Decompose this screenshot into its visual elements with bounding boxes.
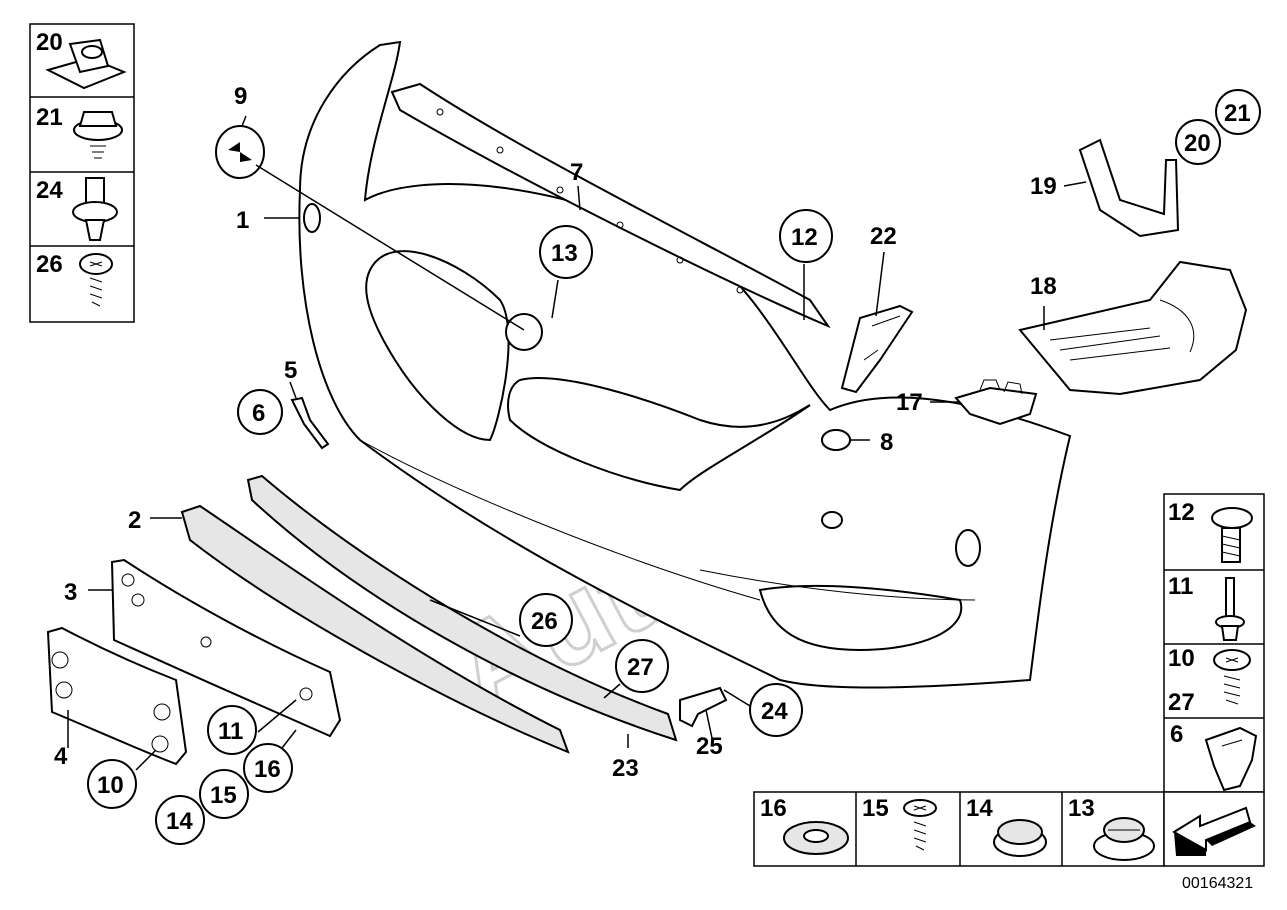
callout-25: 25 (696, 733, 723, 760)
legend-right-label-12: 12 (1168, 499, 1195, 526)
flange-screw-icon (1211, 507, 1253, 563)
hex-bolt-icon (73, 111, 123, 159)
legend-bottom-label-13: 13 (1068, 795, 1095, 822)
callout-14: 14 (155, 795, 205, 845)
callout-17: 17 (896, 389, 923, 416)
svg-text:16: 16 (254, 756, 281, 783)
document-number: 00164321 (1182, 875, 1253, 892)
legend-right-label-27: 27 (1168, 689, 1195, 716)
bumper-cover (298, 40, 1072, 689)
svg-text:10: 10 (97, 772, 124, 799)
left-legend-panel: 20 21 24 26 (29, 23, 135, 323)
callout-11: 11 (207, 705, 257, 755)
upper-support-strip (390, 82, 831, 329)
direction-arrow-icon (1163, 791, 1265, 867)
svg-text:14: 14 (166, 808, 193, 835)
callout-labels: 1 2 3 4 5 7 8 9 17 18 19 22 23 25 (54, 83, 1057, 782)
screw-icon (79, 253, 113, 307)
callout-3: 3 (64, 579, 77, 606)
svg-text:21: 21 (1224, 100, 1251, 127)
callout-15: 15 (199, 769, 249, 819)
legend-left-label-20: 20 (36, 29, 63, 56)
svg-text:20: 20 (1184, 130, 1211, 157)
svg-text:12: 12 (791, 224, 818, 251)
legend-right-label-10: 10 (1168, 645, 1195, 672)
legend-bottom-label-15: 15 (862, 795, 889, 822)
callout-4: 4 (54, 743, 68, 770)
bmw-emblem (215, 125, 265, 179)
callout-9: 9 (234, 83, 247, 110)
blind-rivet-icon (1215, 577, 1245, 641)
callout-12: 12 (779, 209, 833, 263)
callout-26: 26 (519, 593, 573, 647)
lower-grille-mesh (180, 504, 570, 754)
grommet-icon (1093, 817, 1155, 861)
legend-left-label-21: 21 (36, 104, 63, 131)
svg-text:6: 6 (252, 400, 265, 427)
spring-clip-icon (1204, 726, 1258, 792)
leader-lines (67, 115, 1087, 771)
tow-hook-cover (821, 429, 851, 451)
circled-callouts: 6 10 11 12 13 14 15 16 20 21 24 26 27 (87, 89, 1261, 845)
license-plate-holder (46, 626, 188, 766)
clip-part (290, 396, 330, 450)
legend-bottom-label-16: 16 (760, 795, 787, 822)
small-bracket (679, 686, 728, 728)
callout-5: 5 (284, 357, 297, 384)
callout-22: 22 (870, 223, 897, 250)
legend-left-label-26: 26 (36, 251, 63, 278)
svg-text:13: 13 (551, 240, 578, 267)
bottom-legend-panel: 16 15 14 13 (753, 791, 1165, 867)
phillips-screw-icon (1213, 649, 1251, 705)
svg-text:24: 24 (761, 698, 788, 725)
svg-text:15: 15 (210, 782, 237, 809)
legend-right-label-11: 11 (1168, 573, 1193, 600)
callout-16: 16 (243, 743, 293, 793)
license-plate-base (110, 558, 342, 738)
callout-20: 20 (1175, 119, 1221, 165)
svg-text:27: 27 (627, 654, 654, 681)
svg-text:26: 26 (531, 608, 558, 635)
callout-10: 10 (87, 759, 137, 809)
air-duct (1018, 260, 1248, 396)
screw-small-icon (903, 799, 937, 851)
callout-8: 8 (880, 429, 893, 456)
callout-21: 21 (1215, 89, 1261, 135)
mounting-bracket (1078, 138, 1180, 238)
callout-13: 13 (539, 225, 593, 279)
callout-18: 18 (1030, 273, 1057, 300)
washer-icon (783, 821, 849, 855)
plug-cap-icon (993, 819, 1047, 857)
svg-text:11: 11 (218, 718, 243, 745)
guide-bracket (954, 379, 1038, 426)
lower-trim-strip (246, 474, 678, 742)
expanding-rivet-icon (72, 177, 118, 241)
callout-6: 6 (237, 389, 283, 435)
callout-23: 23 (612, 755, 639, 782)
legend-left-label-24: 24 (36, 177, 63, 204)
callout-2: 2 (128, 507, 141, 534)
callout-1: 1 (236, 207, 249, 234)
legend-right-label-6: 6 (1170, 721, 1183, 748)
callout-24: 24 (749, 683, 803, 737)
right-legend-panel: 12 11 10 27 6 (1163, 493, 1265, 793)
callout-19: 19 (1030, 173, 1057, 200)
callout-7: 7 (570, 159, 583, 186)
legend-bottom-label-14: 14 (966, 795, 993, 822)
clip-nut-icon (45, 38, 127, 90)
callout-27: 27 (615, 639, 669, 693)
bracket-bumper (840, 304, 914, 394)
